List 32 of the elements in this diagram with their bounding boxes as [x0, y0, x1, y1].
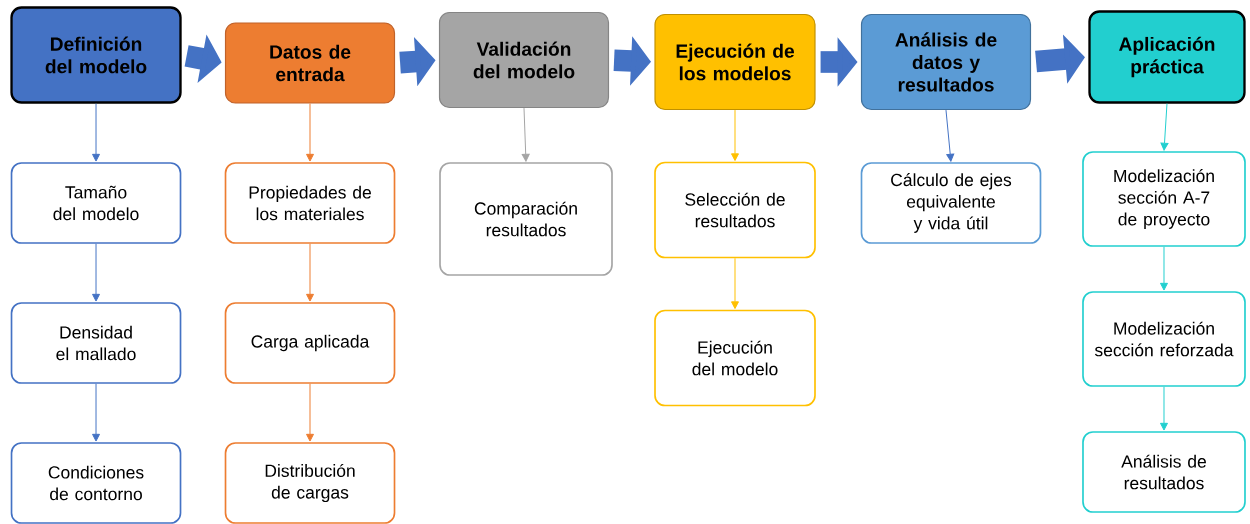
arrow — [1160, 386, 1168, 431]
step-box: Análisis de datos y resultados — [860, 13, 1032, 111]
task-box: Modelización sección A-7 de proyecto — [1082, 151, 1246, 247]
arrow — [306, 383, 314, 442]
arrow — [92, 103, 100, 162]
task-box: Distribución de cargas — [224, 442, 396, 524]
arrow — [92, 243, 100, 302]
arrow — [731, 257, 739, 310]
task-box: Condiciones de contorno — [10, 442, 182, 524]
arrow — [731, 109, 739, 162]
task-box: Carga aplicada — [224, 302, 396, 384]
step-box: Datos de entrada — [224, 22, 396, 104]
step-box: Ejecución de los modelos — [654, 13, 816, 111]
arrow — [306, 243, 314, 302]
arrow — [306, 103, 314, 162]
step-box: Validación del modelo — [438, 11, 610, 109]
task-box: Tamaño del modelo — [10, 162, 182, 244]
arrow — [1160, 246, 1168, 291]
arrow — [92, 383, 100, 442]
task-box: Análisis de resultados — [1082, 431, 1246, 513]
task-box: Densidad el mallado — [10, 302, 182, 384]
task-box: Selección de resultados — [654, 161, 816, 259]
task-box: Modelización sección reforzada — [1082, 291, 1246, 387]
arrow — [945, 109, 955, 162]
step-box: Definición del modelo — [10, 6, 182, 104]
task-box: Comparación resultados — [439, 162, 613, 276]
arrow — [1160, 103, 1169, 151]
step-box: Aplicación práctica — [1088, 10, 1246, 104]
task-box: Ejecución del modelo — [654, 309, 816, 407]
arrow — [521, 107, 530, 162]
task-box: Cálculo de ejes equivalente y vida útil — [860, 162, 1042, 244]
task-box: Propiedades de los materiales — [224, 162, 396, 244]
